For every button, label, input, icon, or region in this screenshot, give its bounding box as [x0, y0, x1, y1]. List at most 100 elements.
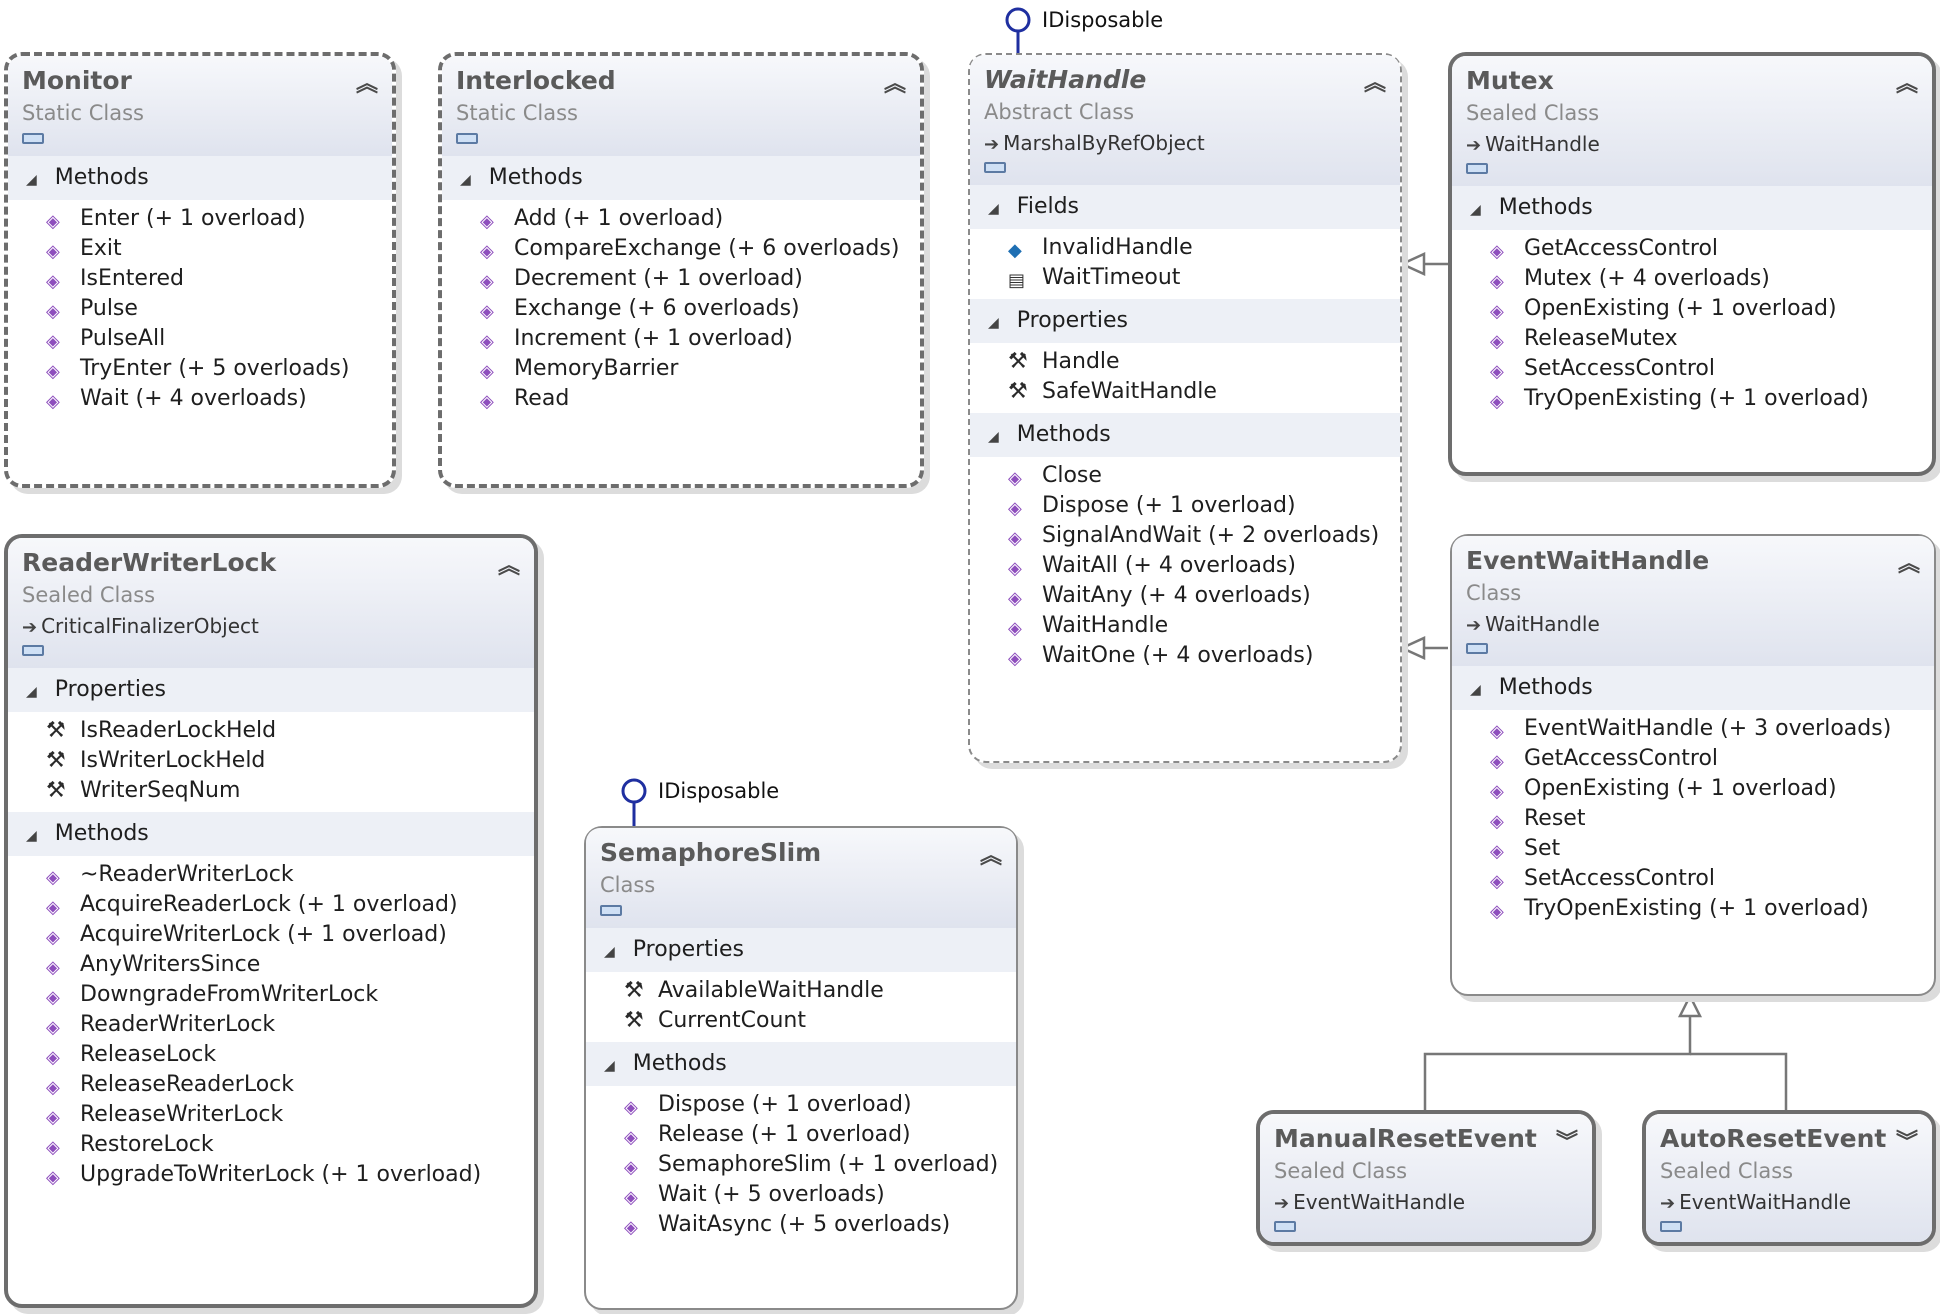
expand-chevron-icon[interactable]: ︾ — [1555, 1130, 1578, 1155]
member-item[interactable]: ◈WaitAsync (+ 5 overloads) — [586, 1210, 1016, 1240]
base-class-name: MarshalByRefObject — [1003, 131, 1205, 155]
section-header-methods[interactable]: ◢Methods — [442, 156, 920, 200]
member-item[interactable]: ◈GetAccessControl — [1452, 234, 1932, 264]
member-item[interactable]: ◈WaitAll (+ 4 overloads) — [970, 551, 1400, 581]
section-header-methods[interactable]: ◢Methods — [1452, 186, 1932, 230]
member-item[interactable]: ◈Wait (+ 4 overloads) — [8, 384, 392, 414]
section-header-methods[interactable]: ◢Methods — [8, 156, 392, 200]
member-item[interactable]: ◈Release (+ 1 overload) — [586, 1120, 1016, 1150]
member-item[interactable]: ◈OpenExisting (+ 1 overload) — [1452, 294, 1932, 324]
expand-triangle-icon[interactable]: ◢ — [26, 684, 37, 700]
member-item[interactable]: ◈EventWaitHandle (+ 3 overloads) — [1452, 714, 1934, 744]
collapse-chevron-icon[interactable]: ︽ — [979, 844, 1002, 869]
member-item[interactable]: ◈GetAccessControl — [1452, 744, 1934, 774]
member-item[interactable]: ◈TryOpenExisting (+ 1 overload) — [1452, 384, 1932, 414]
member-item[interactable]: ⚒Handle — [970, 347, 1400, 377]
member-item[interactable]: ◈ReleaseWriterLock — [8, 1100, 534, 1130]
member-item[interactable]: ⚒AvailableWaitHandle — [586, 976, 1016, 1006]
section-header-properties[interactable]: ◢Properties — [586, 928, 1016, 972]
member-item[interactable]: ◈Close — [970, 461, 1400, 491]
member-item[interactable]: ◈UpgradeToWriterLock (+ 1 overload) — [8, 1160, 534, 1190]
member-item[interactable]: ◈Reset — [1452, 804, 1934, 834]
member-item[interactable]: ◈OpenExisting (+ 1 overload) — [1452, 774, 1934, 804]
section-header-methods[interactable]: ◢Methods — [8, 812, 534, 856]
expand-triangle-icon[interactable]: ◢ — [1470, 202, 1481, 218]
section-header-methods[interactable]: ◢Methods — [1452, 666, 1934, 710]
member-item[interactable]: ◈ReleaseLock — [8, 1040, 534, 1070]
member-item[interactable]: ◈ReaderWriterLock — [8, 1010, 534, 1040]
member-item[interactable]: ◈DowngradeFromWriterLock — [8, 980, 534, 1010]
member-item[interactable]: ◈AcquireWriterLock (+ 1 overload) — [8, 920, 534, 950]
member-item[interactable]: ◈SetAccessControl — [1452, 864, 1934, 894]
expand-triangle-icon[interactable]: ◢ — [1470, 682, 1481, 698]
member-item[interactable]: ◈IsEntered — [8, 264, 392, 294]
member-item[interactable]: ◈SetAccessControl — [1452, 354, 1932, 384]
member-item[interactable]: ⚒IsWriterLockHeld — [8, 746, 534, 776]
expand-triangle-icon[interactable]: ◢ — [26, 828, 37, 844]
member-item[interactable]: ◈Mutex (+ 4 overloads) — [1452, 264, 1932, 294]
collapse-chevron-icon[interactable]: ︽ — [883, 72, 906, 97]
collapse-chevron-icon[interactable]: ︽ — [497, 554, 520, 579]
section-header-methods[interactable]: ◢Methods — [586, 1042, 1016, 1086]
member-item[interactable]: ◈Increment (+ 1 overload) — [442, 324, 920, 354]
member-item[interactable]: ◈MemoryBarrier — [442, 354, 920, 384]
member-item[interactable]: ⚒SafeWaitHandle — [970, 377, 1400, 407]
collapse-chevron-icon[interactable]: ︽ — [355, 72, 378, 97]
expand-chevron-icon[interactable]: ︾ — [1895, 1130, 1918, 1155]
member-item[interactable]: ◈Pulse — [8, 294, 392, 324]
member-item[interactable]: ◈Enter (+ 1 overload) — [8, 204, 392, 234]
section-header-fields[interactable]: ◢Fields — [970, 185, 1400, 229]
section-header-properties[interactable]: ◢Properties — [8, 668, 534, 712]
member-item[interactable]: ◈Read — [442, 384, 920, 414]
member-item[interactable]: ◈Wait (+ 5 overloads) — [586, 1180, 1016, 1210]
member-item[interactable]: ◈Decrement (+ 1 overload) — [442, 264, 920, 294]
member-item[interactable]: ◈AnyWritersSince — [8, 950, 534, 980]
member-item[interactable]: ◈Exit — [8, 234, 392, 264]
expand-triangle-icon[interactable]: ◢ — [460, 172, 471, 188]
member-item[interactable]: ◈TryOpenExisting (+ 1 overload) — [1452, 894, 1934, 924]
expand-triangle-icon[interactable]: ◢ — [26, 172, 37, 188]
member-item[interactable]: ▤WaitTimeout — [970, 263, 1400, 293]
member-item[interactable]: ◈TryEnter (+ 5 overloads) — [8, 354, 392, 384]
member-item[interactable]: ◈~ReaderWriterLock — [8, 860, 534, 890]
member-item[interactable]: ◈WaitHandle — [970, 611, 1400, 641]
expand-triangle-icon[interactable]: ◢ — [988, 315, 999, 331]
collapse-chevron-icon[interactable]: ︽ — [1895, 72, 1918, 97]
member-item[interactable]: ◈RestoreLock — [8, 1130, 534, 1160]
collapse-chevron-icon[interactable]: ︽ — [1897, 552, 1920, 577]
member-item[interactable]: ◈CompareExchange (+ 6 overloads) — [442, 234, 920, 264]
member-item[interactable]: ◈Dispose (+ 1 overload) — [970, 491, 1400, 521]
member-item[interactable]: ⚒CurrentCount — [586, 1006, 1016, 1036]
member-item[interactable]: ◈Add (+ 1 overload) — [442, 204, 920, 234]
member-item[interactable]: ⚒IsReaderLockHeld — [8, 716, 534, 746]
member-item[interactable]: ◈ReleaseReaderLock — [8, 1070, 534, 1100]
section-header-methods[interactable]: ◢Methods — [970, 413, 1400, 457]
member-item[interactable]: ◈AcquireReaderLock (+ 1 overload) — [8, 890, 534, 920]
member-item[interactable]: ◈WaitAny (+ 4 overloads) — [970, 581, 1400, 611]
member-item[interactable]: ◈Dispose (+ 1 overload) — [586, 1090, 1016, 1120]
expand-triangle-icon[interactable]: ◢ — [988, 429, 999, 445]
member-item[interactable]: ⚒WriterSeqNum — [8, 776, 534, 806]
member-item[interactable]: ◈ReleaseMutex — [1452, 324, 1932, 354]
member-item[interactable]: ◈Exchange (+ 6 overloads) — [442, 294, 920, 324]
section-header-properties[interactable]: ◢Properties — [970, 299, 1400, 343]
member-item[interactable]: ◈WaitOne (+ 4 overloads) — [970, 641, 1400, 671]
expand-triangle-icon[interactable]: ◢ — [604, 1058, 615, 1074]
member-item[interactable]: ◈SignalAndWait (+ 2 overloads) — [970, 521, 1400, 551]
member-item[interactable]: ◈SemaphoreSlim (+ 1 overload) — [586, 1150, 1016, 1180]
collapse-chevron-icon[interactable]: ︽ — [1363, 71, 1386, 96]
member-item[interactable]: ◈Set — [1452, 834, 1934, 864]
expand-triangle-icon[interactable]: ◢ — [604, 944, 615, 960]
member-item[interactable]: ◆InvalidHandle — [970, 233, 1400, 263]
expand-triangle-icon[interactable]: ◢ — [988, 201, 999, 217]
member-item[interactable]: ◈PulseAll — [8, 324, 392, 354]
